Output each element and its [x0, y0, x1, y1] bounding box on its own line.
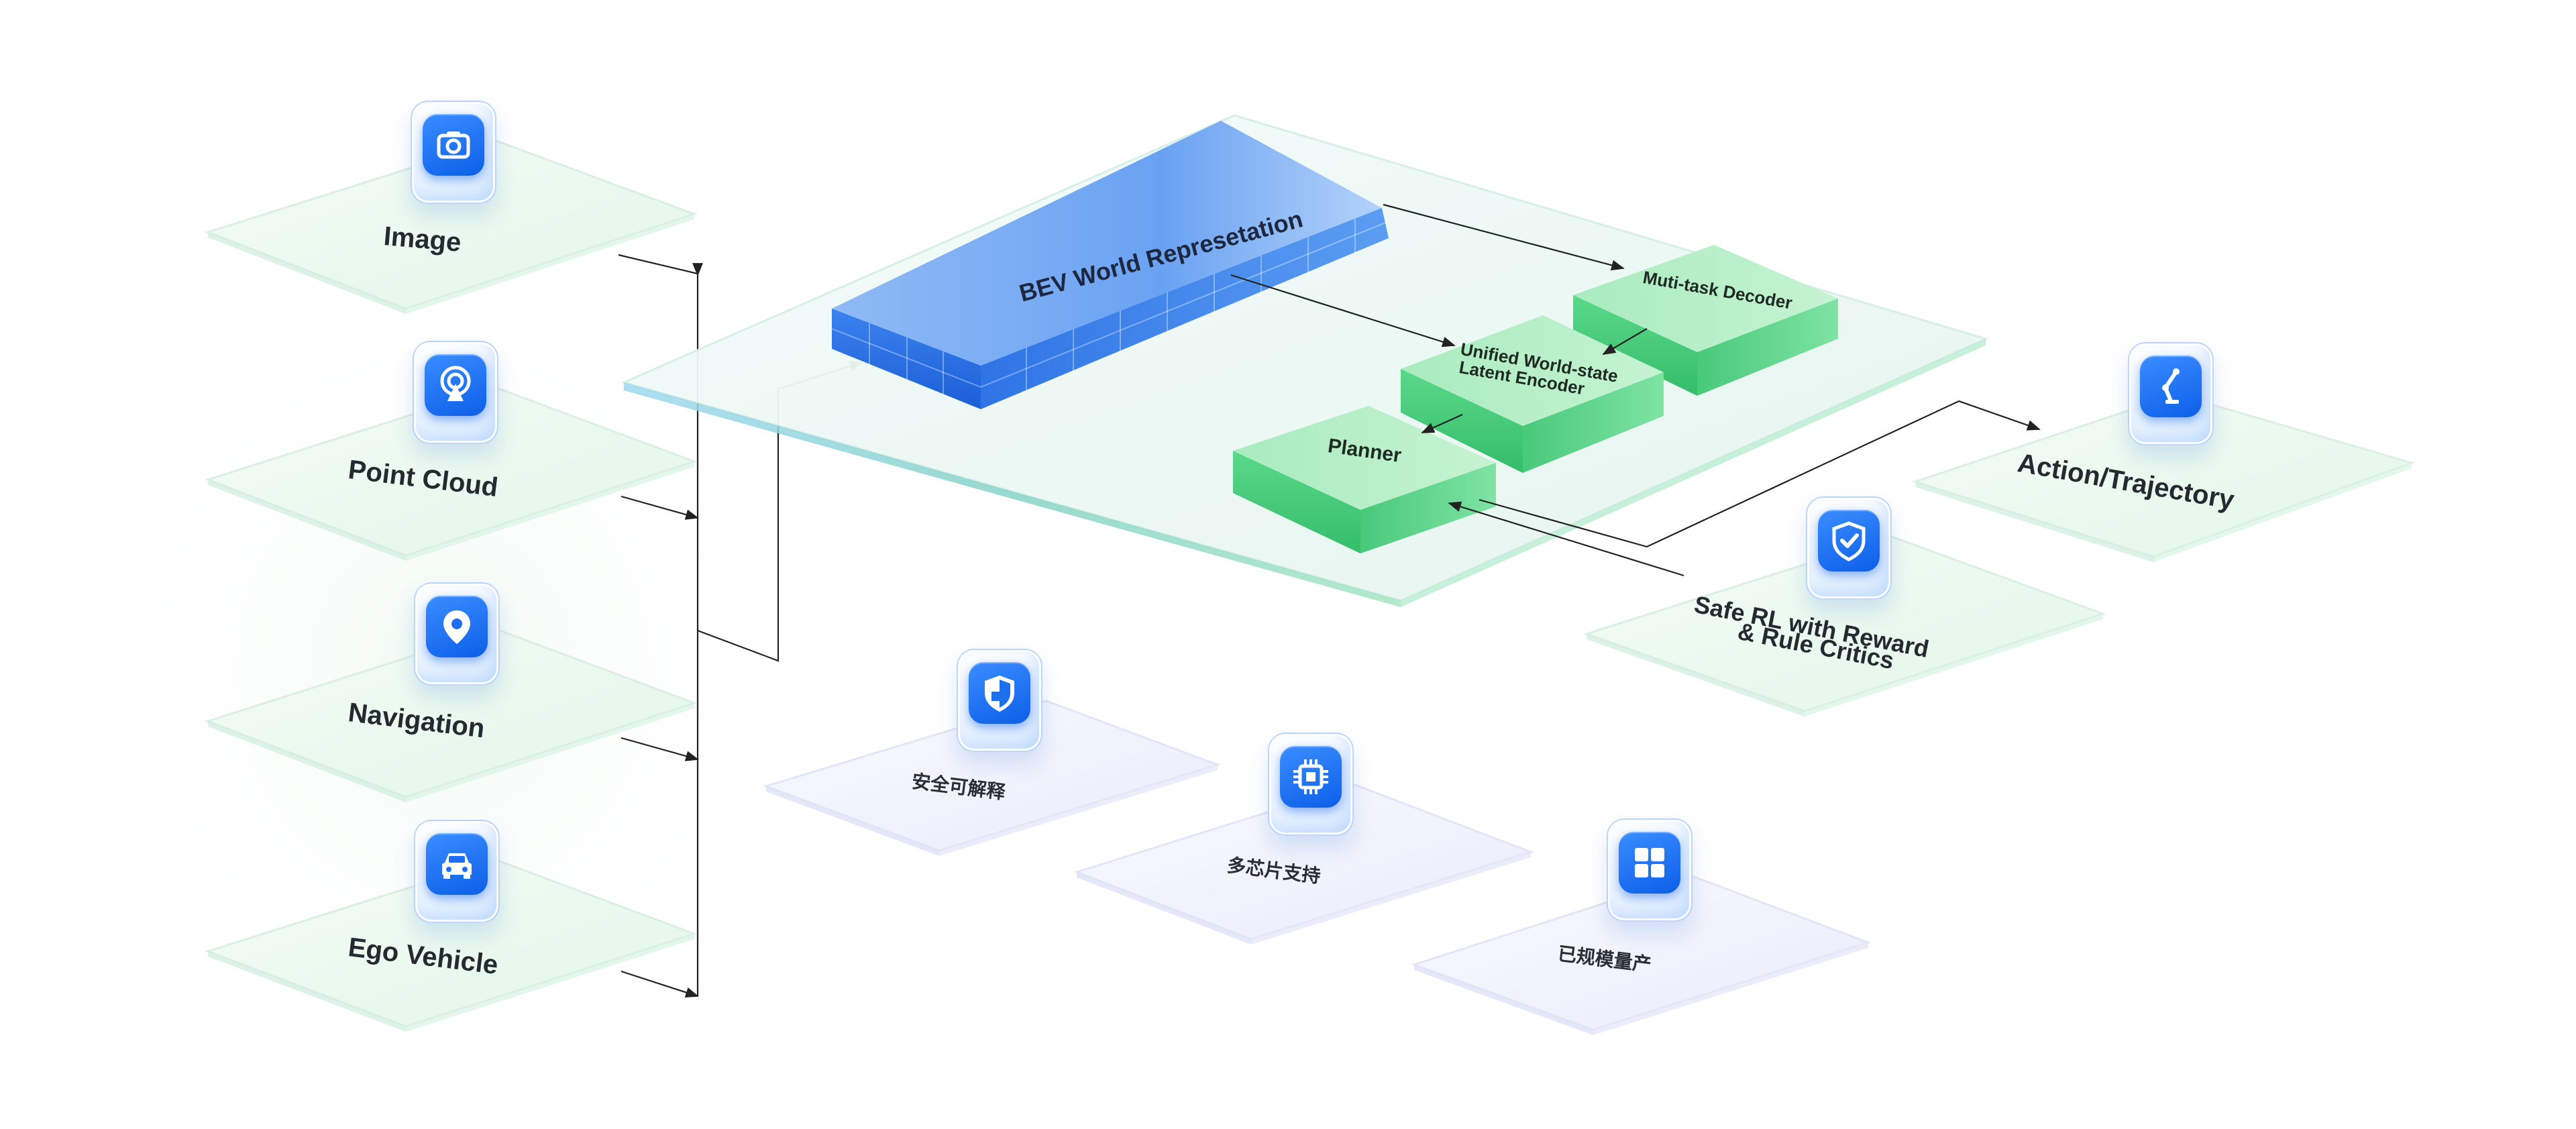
multi-task-decoder-box — [1573, 245, 1838, 396]
camera-icon — [411, 101, 496, 204]
car-icon — [414, 820, 500, 923]
feature-plate-mass-production — [1411, 874, 1872, 1035]
input-plate-navigation — [205, 628, 698, 802]
latent-encoder-box — [1401, 315, 1664, 473]
output-plate-safe-rl — [1583, 535, 2106, 716]
input-plate-image — [205, 140, 698, 314]
core-connectors — [1230, 203, 2041, 577]
robot-arm-icon — [2128, 342, 2214, 445]
feature-plate-chip — [1073, 784, 1534, 945]
grid-icon — [1607, 818, 1693, 922]
core-platform — [621, 114, 1989, 607]
bev-world-box — [831, 121, 1389, 409]
chip-icon — [1268, 733, 1354, 836]
location-pin-icon — [414, 582, 500, 686]
shield-check-icon — [1806, 496, 1892, 600]
planner-box — [1233, 406, 1496, 553]
output-plate-action — [1912, 393, 2415, 562]
signal-tower-icon — [413, 341, 498, 444]
shield-icon — [957, 649, 1042, 752]
input-plate-point-cloud — [205, 386, 698, 561]
input-plate-ego-vehicle — [205, 859, 698, 1032]
feature-plate-safe — [763, 700, 1221, 856]
